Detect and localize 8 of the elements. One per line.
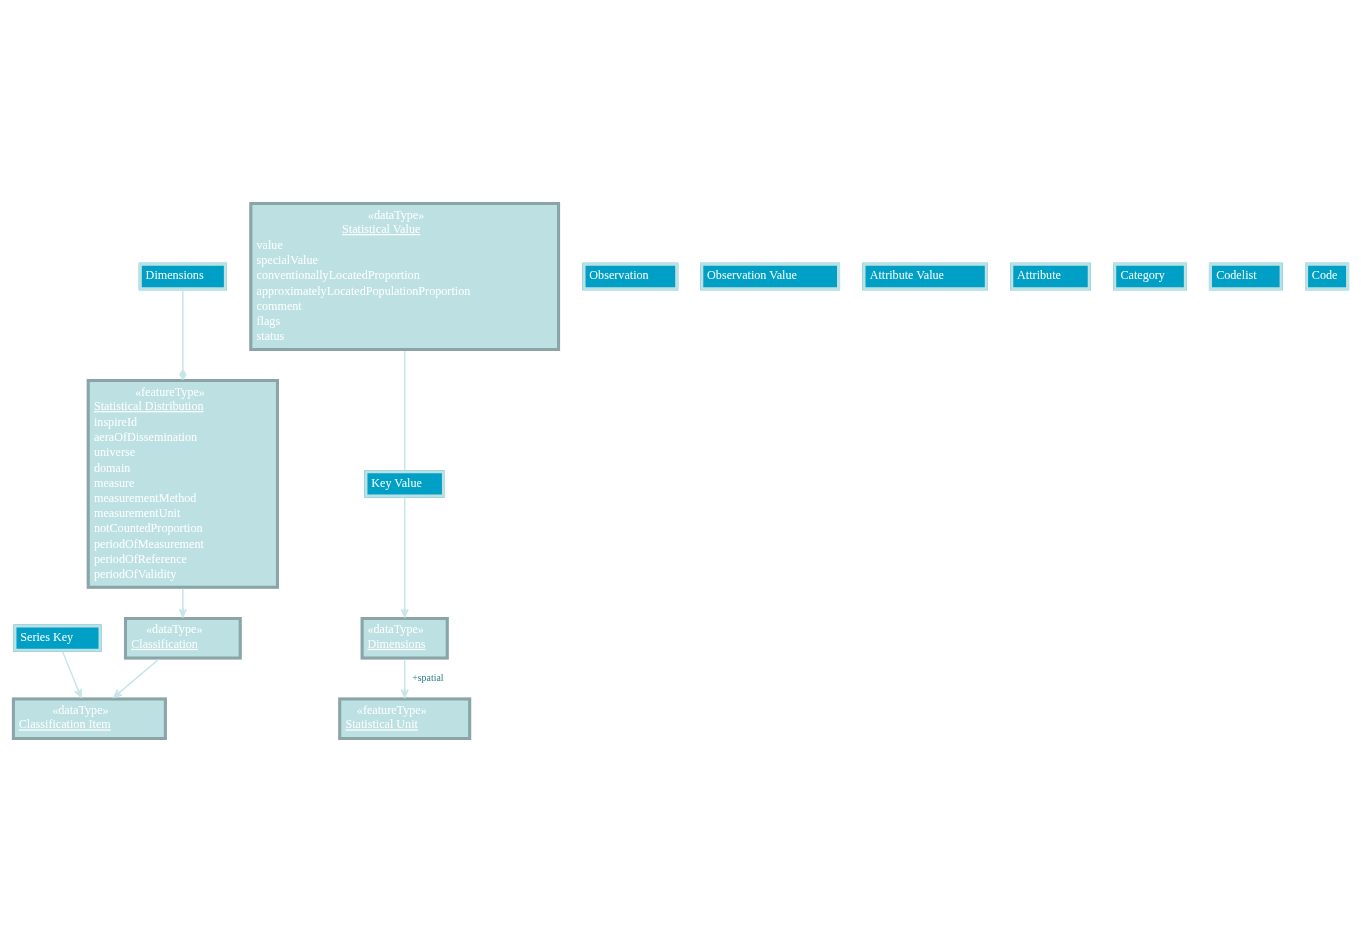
arrow — [400, 658, 409, 698]
arrow — [400, 496, 409, 617]
arrow — [62, 650, 83, 698]
arrow — [178, 587, 188, 618]
connector — [178, 289, 187, 380]
arrow — [113, 658, 160, 698]
connector — [403, 349, 406, 471]
edge-label: +spatial — [412, 671, 444, 683]
